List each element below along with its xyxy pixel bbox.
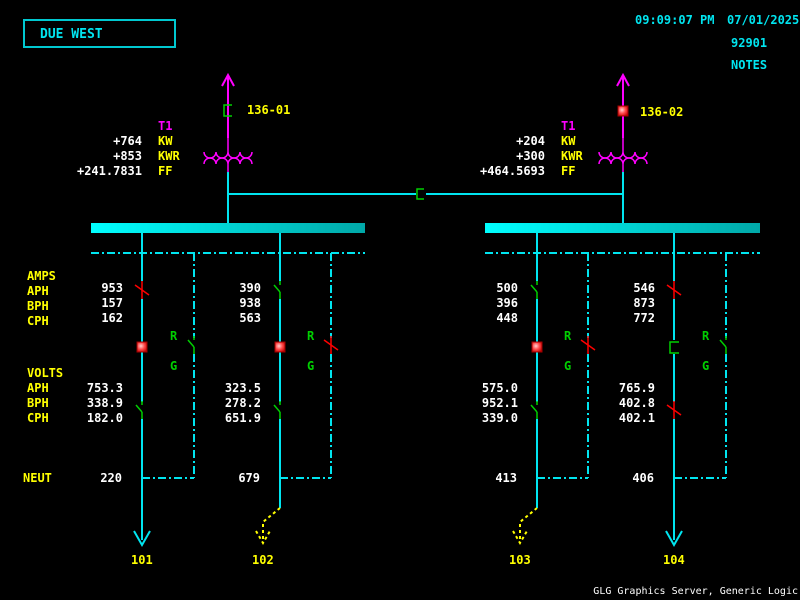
feeder-102-label: 102 xyxy=(252,553,274,567)
feeder-101-lower-switch-closed-icon[interactable] xyxy=(135,404,143,413)
bus-left xyxy=(91,223,365,233)
transformer-1-kwr-value: +853 xyxy=(113,149,142,163)
amps-bph-label: BPH xyxy=(27,299,49,313)
transformer-2-kw-value: +204 xyxy=(516,134,545,148)
amps-cph-label: CPH xyxy=(27,314,49,328)
feeder-102-amps-cph: 563 xyxy=(239,311,261,325)
clock-time: 09:09:07 PM xyxy=(635,13,715,27)
clock-date: 07/01/2025 xyxy=(727,13,800,27)
transformer-2-id: 136-02 xyxy=(640,105,684,119)
station-code: 92901 xyxy=(731,36,768,50)
feeder-103-volts-bph: 952.1 xyxy=(481,396,518,410)
transformer-1-kw-label: KW xyxy=(158,134,173,148)
station-title-box[interactable]: DUE WEST xyxy=(23,19,176,48)
transformer-2-kwr-value: +300 xyxy=(516,149,545,163)
feeder-103-lower-switch-closed-icon[interactable] xyxy=(530,404,538,413)
feeder-103-breaker-tripped-icon[interactable] xyxy=(531,341,543,353)
feeder-104-volts-cph: 402.1 xyxy=(618,411,655,425)
feeder-104-breaker-open-icon[interactable] xyxy=(669,341,679,354)
feeder-104-g-indicator: G xyxy=(702,359,710,373)
feeder-103-g-indicator: G xyxy=(564,359,572,373)
transformer-1-kwr-label: KWR xyxy=(158,149,180,163)
feeder-101-volts-bph: 338.9 xyxy=(86,396,123,410)
feeder-101-breaker-tripped-icon[interactable] xyxy=(136,341,148,353)
feeder-102-amps-aph: 390 xyxy=(239,281,261,295)
feeder-103-label: 103 xyxy=(509,553,531,567)
notes-link[interactable]: NOTES xyxy=(731,58,768,72)
feeder-103-volts-cph: 339.0 xyxy=(481,411,518,425)
station-title: DUE WEST xyxy=(40,27,103,42)
feeder-104-r-indicator: R xyxy=(702,329,710,343)
feeder-104-ground-switch-closed-icon[interactable] xyxy=(719,339,727,348)
transformer-2-ff-value: +464.5693 xyxy=(479,164,545,178)
breaker-136-01-open-icon[interactable] xyxy=(223,104,232,117)
volts-label: VOLTS xyxy=(27,366,64,380)
amps-label: AMPS xyxy=(27,269,56,283)
feeder-102-volts-aph: 323.5 xyxy=(224,381,261,395)
transformer-2-name: T1 xyxy=(561,119,576,133)
feeder-104-down-arrow-icon xyxy=(665,530,683,548)
amps-aph-label: APH xyxy=(27,284,49,298)
feeder-104-neutral-value: 406 xyxy=(632,471,654,485)
transformer-1[interactable] xyxy=(203,72,253,172)
footer-credit: GLG Graphics Server, Generic Logic xyxy=(593,586,798,597)
feeder-104-volts-aph: 765.9 xyxy=(618,381,655,395)
feeder-104-amps-bph: 873 xyxy=(633,296,655,310)
feeder-102-volts-bph: 278.2 xyxy=(224,396,261,410)
feeder-102-neutral-value: 679 xyxy=(238,471,260,485)
feeder-102-upper-switch-closed-icon[interactable] xyxy=(273,284,281,293)
feeder-101-label: 101 xyxy=(131,553,153,567)
feeder-104-label: 104 xyxy=(663,553,685,567)
volts-cph-label: CPH xyxy=(27,411,49,425)
feeder-103-upper-switch-closed-icon[interactable] xyxy=(530,284,538,293)
feeder-102-g-indicator: G xyxy=(307,359,315,373)
feeder-104-volts-bph: 402.8 xyxy=(618,396,655,410)
feeder-102-volts-cph: 651.9 xyxy=(224,411,261,425)
feeder-101-amps-cph: 162 xyxy=(101,311,123,325)
feeder-101-amps-bph: 157 xyxy=(101,296,123,310)
transformer-1-id: 136-01 xyxy=(247,103,291,117)
transformer-2-ff-label: FF xyxy=(561,164,576,178)
breaker-136-02-tripped-icon[interactable] xyxy=(617,105,629,117)
feeder-102-amps-bph: 938 xyxy=(239,296,261,310)
feeder-103-volts-aph: 575.0 xyxy=(481,381,518,395)
feeder-102-breaker-tripped-icon[interactable] xyxy=(274,341,286,353)
feeder-103-amps-bph: 396 xyxy=(496,296,518,310)
transformer-2[interactable] xyxy=(598,72,648,172)
transformer-winding-icon xyxy=(203,151,253,159)
feeder-104-amps-aph: 546 xyxy=(633,281,655,295)
tie-breaker-open-icon[interactable] xyxy=(416,188,424,200)
transformer-2-kw-label: KW xyxy=(561,134,576,148)
feeder-101-down-arrow-icon xyxy=(133,530,151,548)
feeder-101-ground-switch-closed-icon[interactable] xyxy=(187,339,195,348)
transformer-1-ff-label: FF xyxy=(158,164,173,178)
feeder-101-g-indicator: G xyxy=(170,359,178,373)
volts-bph-label: BPH xyxy=(27,396,49,410)
bus-right xyxy=(485,223,760,233)
feeder-101-volts-cph: 182.0 xyxy=(86,411,123,425)
transformer-winding-icon xyxy=(598,151,648,159)
feeder-103-dashed-arrow-icon xyxy=(519,507,538,543)
feeder-101-neutral-value: 220 xyxy=(100,471,122,485)
feeder-103-amps-aph: 500 xyxy=(496,281,518,295)
feeder-102-r-indicator: R xyxy=(307,329,315,343)
up-arrow-icon xyxy=(221,72,235,87)
transformer-1-kw-value: +764 xyxy=(113,134,142,148)
feeder-103-r-indicator: R xyxy=(564,329,572,343)
feeder-102-dashed-arrow-icon xyxy=(262,507,281,543)
neutral-label: NEUT xyxy=(23,471,52,485)
transformer-1-ff-value: +241.7831 xyxy=(76,164,142,178)
transformer-2-kwr-label: KWR xyxy=(561,149,583,163)
feeder-104-amps-cph: 772 xyxy=(633,311,655,325)
feeder-101-volts-aph: 753.3 xyxy=(86,381,123,395)
feeder-103-amps-cph: 448 xyxy=(496,311,518,325)
transformer-1-name: T1 xyxy=(158,119,173,133)
feeder-103-neutral-value: 413 xyxy=(495,471,517,485)
feeder-101-r-indicator: R xyxy=(170,329,178,343)
feeder-102-lower-switch-closed-icon[interactable] xyxy=(273,404,281,413)
feeder-101-amps-aph: 953 xyxy=(101,281,123,295)
up-arrow-icon xyxy=(616,72,630,87)
volts-aph-label: APH xyxy=(27,381,49,395)
